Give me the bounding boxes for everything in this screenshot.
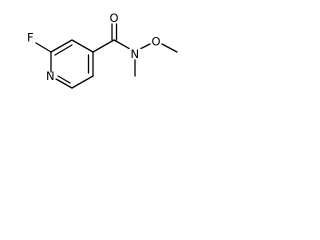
ring-double-bond-c2-c3-inner xyxy=(54,44,73,56)
bond-c2-fluorine xyxy=(35,42,52,53)
atom-label-carbonyl-oxygen: O xyxy=(110,11,119,25)
atom-label-ring-nitrogen: N xyxy=(46,69,55,83)
atom-amide-nitrogen: N xyxy=(131,47,140,61)
ring-double-bond-c6-n1-inner xyxy=(57,75,71,84)
ring-bond-c6-n1 xyxy=(55,78,73,89)
atom-label-methoxy-oxygen: O xyxy=(152,35,161,49)
atom-methoxy-oxygen: O xyxy=(152,35,161,49)
ring-bond-c3-c4 xyxy=(71,39,94,53)
ring-bond-c2-c3 xyxy=(50,39,73,53)
bond-methoxy-oxygen-methyl xyxy=(161,43,178,53)
atom-ring-nitrogen: N xyxy=(46,69,55,83)
bond-c4-carbonyl-carbon xyxy=(92,39,115,53)
atom-label-amide-nitrogen: N xyxy=(131,47,140,61)
bond-amide-nitrogen-methoxy-oxygen xyxy=(140,43,151,50)
atom-fluorine: F xyxy=(27,31,34,45)
chemical-structure-diagram: F N O N O xyxy=(27,11,178,89)
pyridine-ring xyxy=(50,39,94,89)
bond-carbonyl-amide-nitrogen xyxy=(113,39,130,50)
atom-carbonyl-oxygen: O xyxy=(110,11,119,25)
atom-label-fluorine: F xyxy=(27,31,34,45)
ring-bond-c5-c6 xyxy=(71,75,94,89)
